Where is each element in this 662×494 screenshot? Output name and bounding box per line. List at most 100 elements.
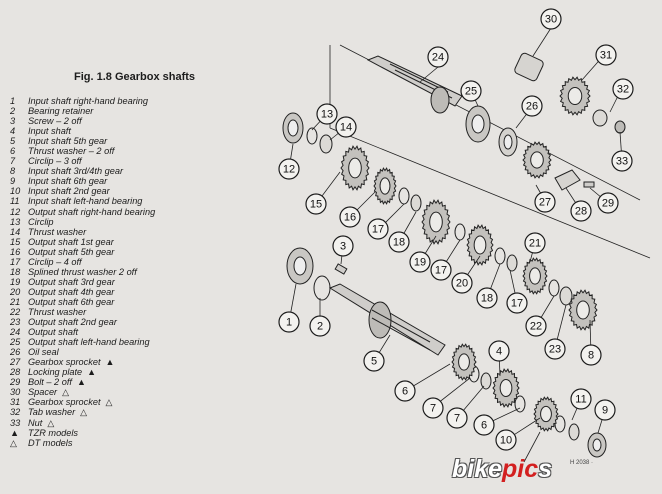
callout-number: 21	[529, 238, 541, 250]
callout-number: 30	[545, 14, 557, 26]
callout-number: 18	[481, 293, 493, 305]
legend-number: 19	[10, 276, 21, 287]
legend-text: Output shaft 4th gear	[28, 286, 115, 297]
legend-text: Output shaft 2nd gear	[28, 317, 117, 328]
legend-number: 15	[10, 236, 21, 247]
callout-number: 23	[549, 344, 561, 356]
legend-number: 9	[10, 176, 16, 187]
callout-number: 3	[340, 241, 346, 253]
figure-ref: H 2038 ·	[570, 460, 594, 466]
legend-text: Circlip – 4 off	[28, 256, 82, 267]
legend-row: 17 Circlip – 4 off	[10, 257, 260, 267]
gear-icon	[466, 224, 494, 266]
part-callout: 8	[580, 344, 602, 366]
callout-number: 6	[402, 386, 408, 398]
callout-number: 13	[321, 109, 333, 121]
legend-text: Thrust washer – 2 off	[28, 146, 115, 157]
gear-icon	[568, 289, 598, 331]
part-callout: 25	[460, 80, 482, 102]
gear-icon	[492, 368, 520, 408]
callout-number: 5	[371, 356, 377, 368]
part-callout: 22	[525, 315, 547, 337]
legend-number: 32	[10, 407, 21, 418]
part-callout: 7	[446, 407, 468, 429]
legend-text: Bearing retainer	[28, 106, 94, 117]
callout-number: 4	[496, 346, 502, 358]
callout-number: 29	[602, 198, 614, 210]
legend-text: Thrust washer	[28, 306, 87, 317]
callout-number: 33	[616, 156, 628, 168]
part-callout: 17	[430, 259, 452, 281]
gear-icon	[373, 167, 397, 205]
callout-number: 19	[414, 257, 426, 269]
legend-text: Output shaft right-hand bearing	[28, 206, 156, 217]
input-shaft	[328, 283, 446, 356]
legend-number: 22	[10, 306, 21, 317]
legend-text: DT models	[28, 437, 73, 448]
part-callout: 11	[570, 388, 592, 410]
part-callout: 7	[422, 397, 444, 419]
legend-text: Input shaft 2nd gear	[28, 186, 110, 197]
callout-number: 14	[340, 122, 352, 134]
callout-number: 17	[372, 224, 384, 236]
legend-number: 6	[10, 146, 16, 157]
legend-text: Bolt – 2 off	[28, 377, 72, 388]
legend-number: 29	[10, 377, 21, 388]
part-callout: 4	[488, 340, 510, 362]
callout-number: 25	[465, 86, 477, 98]
gear-icon	[533, 396, 559, 432]
part-callout: 6	[473, 414, 495, 436]
legend-text: Nut	[28, 417, 43, 428]
callout-number: 9	[602, 405, 608, 417]
legend-number: 26	[10, 347, 21, 358]
legend-text: Spacer	[28, 387, 58, 398]
gear-icon	[340, 145, 370, 191]
legend-number: 4	[10, 126, 16, 137]
legend-number: 5	[10, 136, 16, 147]
part-callout: 5	[363, 350, 385, 372]
model-marker-icon: ▲	[76, 377, 86, 388]
legend-number: 21	[10, 296, 21, 307]
bearing-25	[465, 105, 491, 143]
part-callout: 33	[611, 150, 633, 172]
legend-text: Input shaft right-hand bearing	[28, 96, 149, 106]
legend-text: Oil seal	[28, 347, 59, 358]
callout-number: 26	[526, 101, 538, 113]
callout-number: 2	[317, 321, 323, 333]
output-shaft	[366, 55, 463, 114]
legend-text: TZR models	[28, 427, 79, 438]
part-callout: 28	[570, 200, 592, 222]
part-callout: 29	[597, 192, 619, 214]
callout-number: 6	[481, 420, 487, 432]
legend-number: 17	[10, 256, 21, 267]
callout-number: 12	[283, 164, 295, 176]
part-callout: 16	[339, 206, 361, 228]
part-callout: 6	[394, 380, 416, 402]
legend-row: 6 Thrust washer – 2 off	[10, 146, 260, 156]
part-callout: 19	[409, 251, 431, 273]
part-callout: 21	[524, 232, 546, 254]
legend-text: Output shaft	[28, 327, 79, 338]
legend-number: 31	[10, 397, 21, 408]
legend-number: 27	[10, 357, 21, 368]
callout-number: 27	[539, 197, 551, 209]
bearing-11	[587, 432, 607, 458]
